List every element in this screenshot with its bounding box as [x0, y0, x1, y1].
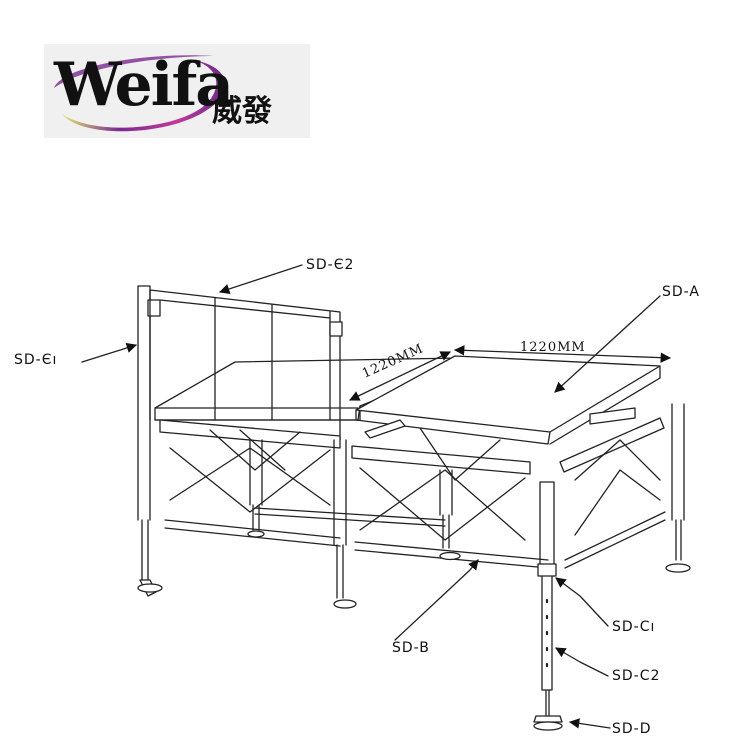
leader-sd-c2	[555, 647, 609, 677]
logo: Weifa 威發	[44, 44, 310, 138]
leg-sd-c2	[541, 575, 553, 691]
label-sd-e1: SD-Єı	[14, 352, 58, 368]
leader-sd-d	[568, 718, 611, 729]
leader-sd-c1	[555, 577, 609, 627]
leader-sd-a	[554, 295, 661, 393]
dimension-width: 1220MM	[520, 340, 586, 355]
label-sd-c2: SD-C2	[612, 668, 661, 684]
dimension-lines	[349, 345, 672, 401]
leader-sd-e1	[81, 342, 137, 363]
brand-name-zh: 威發	[212, 94, 272, 129]
frame-beams	[159, 407, 666, 569]
label-sd-c1: SD-Cı	[612, 619, 656, 635]
label-sd-e2: SD-Є2	[306, 257, 355, 273]
logo-swoosh	[54, 55, 226, 132]
label-sd-a: SD-A	[662, 284, 700, 300]
label-sd-d: SD-D	[612, 721, 652, 737]
legs	[137, 285, 691, 731]
leader-arrows	[81, 264, 661, 729]
label-sd-b: SD-B	[392, 640, 430, 656]
leader-sd-e2	[219, 264, 303, 295]
leg-sd-c1	[539, 481, 555, 566]
brand-name-en: Weifa	[54, 50, 234, 120]
leader-sd-b	[394, 559, 479, 641]
